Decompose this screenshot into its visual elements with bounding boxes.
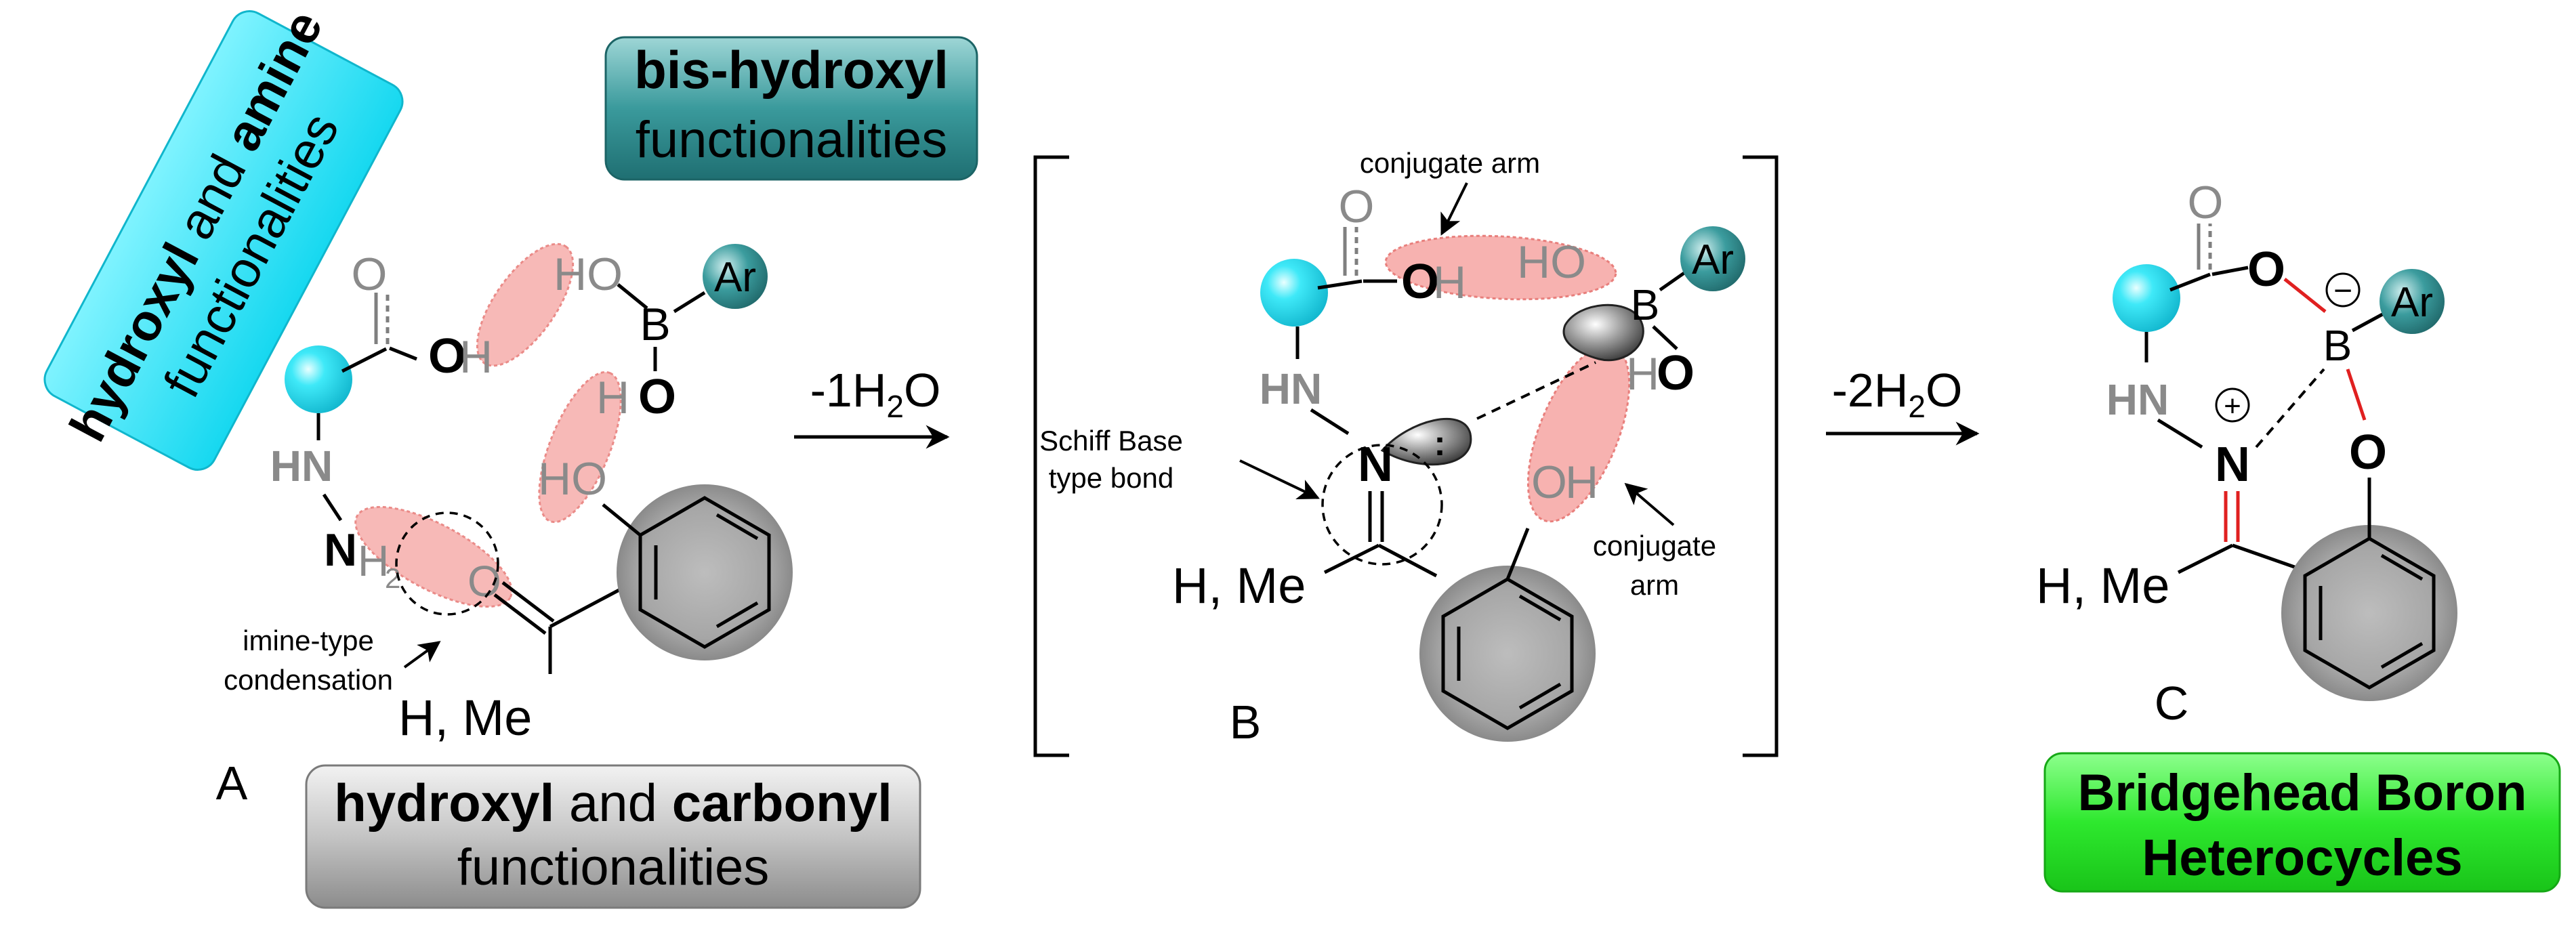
a-aryl: Ar (714, 254, 756, 301)
step1-prefix: -1H (810, 364, 887, 417)
highlight-oh-ho (476, 243, 575, 367)
step2-suffix: O (1926, 364, 1962, 417)
a-boronic-ho2-h: H (596, 372, 629, 423)
label-bis-hydroxyl: bis-hydroxyl functionalities (604, 36, 978, 181)
aryl-sphere-a (703, 244, 768, 309)
c-hn: HN (2106, 375, 2169, 424)
lone-pair-lobe-b (1380, 418, 1472, 466)
bracket-right (1743, 155, 1779, 757)
label-hydroxyl-carbonyl-bold2: carbonyl (672, 773, 892, 833)
b-boron: B (1631, 280, 1660, 329)
c-plus: + (2224, 390, 2241, 423)
label-hydroxyl-amine: hydroxyl and amine functionalities (43, 1, 404, 471)
c-phenoxy-o: O (2349, 425, 2387, 480)
a-substituent: H, Me (398, 690, 532, 746)
highlight-oh-ho-b (1384, 234, 1617, 301)
b-note-conjugate-top: conjugate arm (1360, 147, 1540, 179)
compound-b: O O H HN : N H, Me O H HO B Ar (1033, 147, 1779, 757)
c-aryl: Ar (2391, 279, 2433, 326)
b-lone-pair: : (1434, 424, 1445, 463)
a-phenol-ho: HO (538, 453, 607, 505)
compound-a: O O H HN N H 2 O H, Me HO HO B Ar H O (216, 243, 793, 809)
b-note-schiff-line2: type bond (1049, 462, 1174, 494)
c-carbonyl-o: O (2188, 177, 2224, 228)
step2-sub: 2 (1908, 389, 1926, 424)
phenyl-ring-c (2281, 525, 2457, 701)
aryl-sphere-b (1680, 226, 1745, 291)
label-hydroxyl-carbonyl-bold1: hydroxyl (334, 773, 554, 833)
phenyl-ring-b (1419, 566, 1596, 742)
compound-label-a: A (216, 757, 248, 809)
sphere-residue-a (285, 345, 352, 413)
b-hydroxyl-o: O (1401, 255, 1439, 309)
b-boronic-ho1: HO (1517, 236, 1586, 288)
label-hydroxyl-carbonyl-mid: and (554, 773, 671, 833)
b-note-conjugate-right-line1: conjugate (1593, 530, 1716, 562)
a-nh2-h: H (358, 536, 389, 585)
b-imine-n: N (1358, 438, 1393, 492)
a-nh2-sub: 2 (385, 562, 400, 594)
a-carbonyl-o: O (352, 249, 388, 300)
b-phenol-h: H (1565, 457, 1598, 508)
phenyl-ring-a (617, 484, 793, 660)
a-hn: HN (270, 442, 333, 490)
label-hydroxyl-carbonyl: hydroxyl and carbonyl functionalities (305, 764, 921, 909)
reaction-arrow-1: -1H2O (794, 364, 950, 449)
a-note-line1: imine-type (243, 625, 374, 656)
c-boron: B (2323, 321, 2352, 370)
a-boron: B (640, 299, 670, 350)
label-bridgehead-boron: Bridgehead Boron Heterocycles (2043, 752, 2561, 893)
b-note-conjugate-right-line2: arm (1630, 569, 1679, 601)
boron-lobe-b (1562, 303, 1644, 362)
a-nh2-n: N (324, 524, 357, 576)
bracket-left (1033, 155, 1069, 757)
c-minus: − (2333, 273, 2352, 309)
highlight-ho-ho (538, 371, 622, 524)
a-note-line2: condensation (224, 664, 393, 696)
svg-text:-1H2O: -1H2O (810, 364, 941, 424)
compound-label-c: C (2155, 677, 2189, 730)
c-imine-n: N (2215, 438, 2250, 492)
dashed-circle-imine-a (395, 511, 499, 616)
b-substituent: H, Me (1172, 557, 1306, 614)
reaction-arrow-2: -2H2O (1826, 364, 1980, 446)
plus-charge-circle (2215, 387, 2250, 423)
a-boronic-ho1: HO (554, 249, 623, 300)
aryl-sphere-c (2380, 269, 2445, 334)
a-boronic-ho2-o: O (638, 370, 676, 424)
a-hydroxyl-h: H (459, 331, 493, 383)
highlight-nh2-o (354, 505, 513, 608)
label-bis-hydroxyl-line2: functionalities (636, 111, 948, 169)
compound-c: O O − B Ar O HN + N H, Me C (2036, 177, 2457, 730)
compound-label-b: B (1230, 696, 1262, 749)
b-hydroxyl-h: H (1433, 257, 1466, 308)
c-ester-o: O (2247, 243, 2285, 297)
b-boronic-ho2-o: O (1657, 346, 1695, 400)
a-ketone-o: O (468, 557, 501, 606)
label-hydroxyl-carbonyl-line2: functionalities (457, 839, 770, 896)
step1-suffix: O (904, 364, 940, 417)
sphere-residue-b (1260, 259, 1328, 327)
c-substituent: H, Me (2036, 557, 2169, 614)
b-phenol-o: O (1531, 457, 1567, 508)
b-aryl: Ar (1692, 236, 1734, 283)
b-boronic-ho2-h: H (1626, 348, 1659, 400)
label-bis-hydroxyl-line1: bis-hydroxyl (634, 40, 949, 100)
svg-text:hydroxyl and carbonyl: hydroxyl and carbonyl (334, 773, 892, 833)
minus-charge-circle (2325, 272, 2361, 308)
a-hydroxyl-o: O (428, 329, 466, 383)
sphere-residue-c (2113, 264, 2180, 332)
b-note-schiff-line1: Schiff Base (1039, 425, 1183, 457)
dashed-circle-schiff-b (1321, 444, 1443, 566)
step1-sub: 2 (886, 389, 904, 424)
svg-text:-2H2O: -2H2O (1832, 364, 1963, 424)
label-bridgehead-line1: Bridgehead Boron (2078, 764, 2527, 822)
b-carbonyl-o: O (1339, 181, 1375, 232)
label-bridgehead-line2: Heterocycles (2142, 829, 2462, 887)
step2-prefix: -2H (1832, 364, 1909, 417)
b-hn: HN (1260, 364, 1322, 413)
